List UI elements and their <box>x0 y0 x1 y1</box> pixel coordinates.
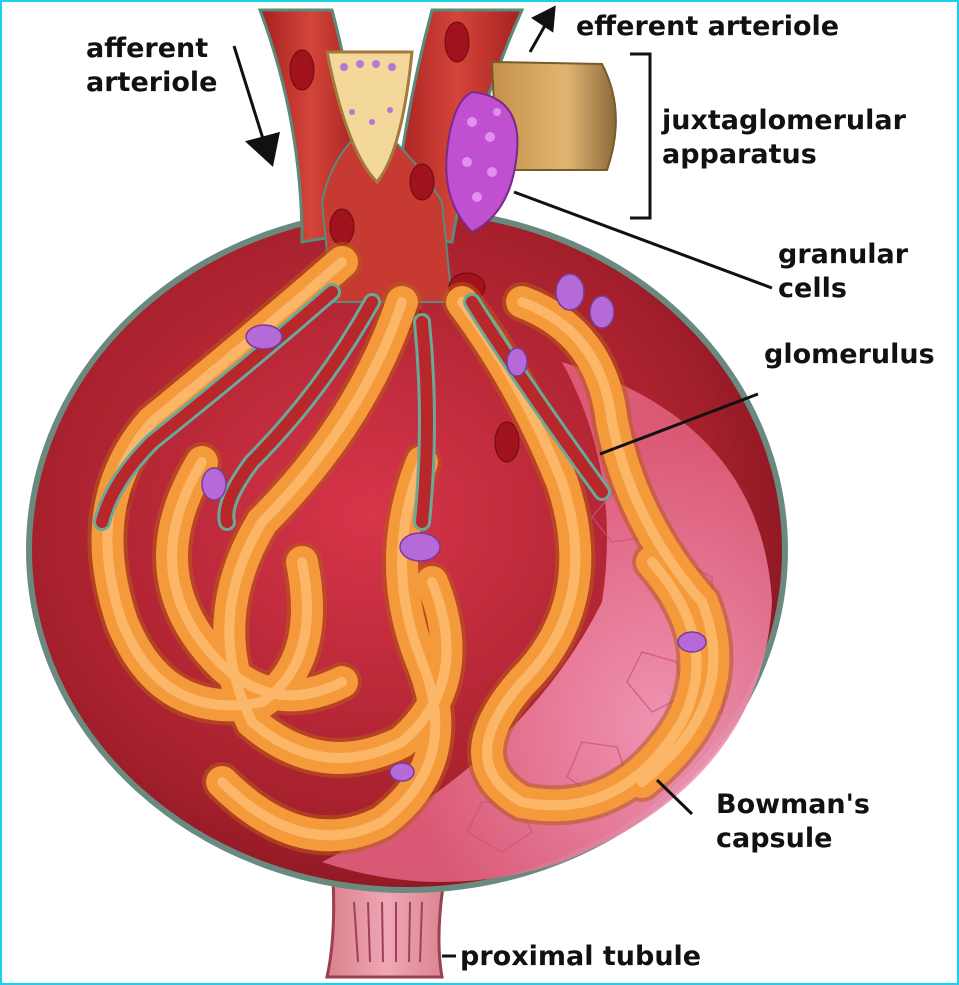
afferent-arteriole-label: afferent arteriole <box>86 32 217 100</box>
afferent-arteriole-label-line1: afferent <box>86 32 217 66</box>
juxtaglomerular-apparatus-label: juxtaglomerular apparatus <box>662 104 906 172</box>
proximal-tubule-label: proximal tubule <box>460 940 701 974</box>
afferent-arteriole-label-line2: arteriole <box>86 66 217 100</box>
jga-bracket <box>630 54 650 218</box>
bowmans-capsule-label: Bowman's capsule <box>716 788 870 856</box>
efferent-arteriole-label: efferent arteriole <box>576 10 839 44</box>
bowman-label-line1: Bowman's <box>716 788 870 822</box>
granular-cells-label: granular cells <box>778 238 908 306</box>
jga-label-line1: juxtaglomerular <box>662 104 906 138</box>
bowman-label-line2: capsule <box>716 822 870 856</box>
granular-label-line2: cells <box>778 272 908 306</box>
jga-label-line2: apparatus <box>662 138 906 172</box>
glomerulus-label: glomerulus <box>764 338 935 372</box>
granular-cells-cluster <box>446 92 517 232</box>
granular-label-line1: granular <box>778 238 908 272</box>
afferent-arrow-line <box>234 46 264 142</box>
afferent-arrowhead <box>248 134 278 164</box>
